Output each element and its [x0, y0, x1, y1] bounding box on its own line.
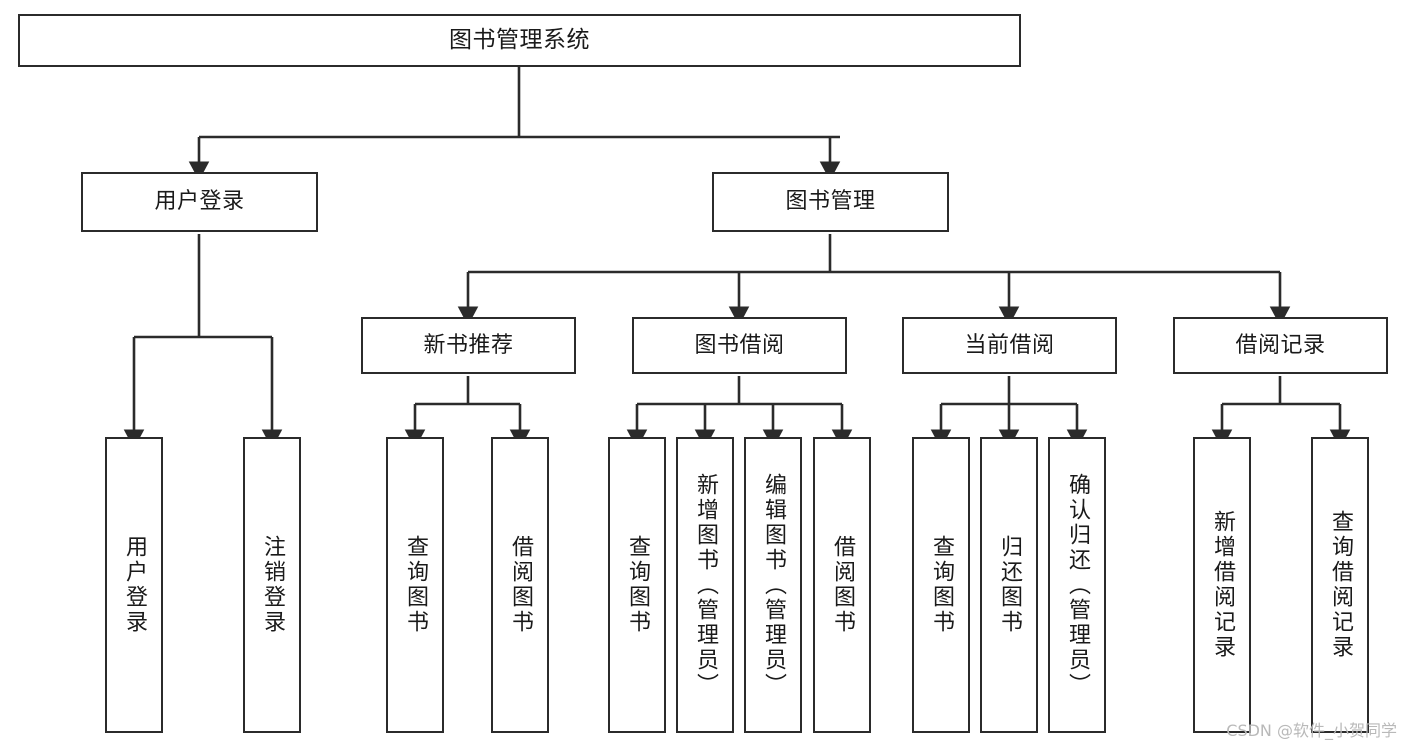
node-label: 图书借阅 — [694, 332, 785, 358]
node-leaf-query-book-a[interactable]: 查询图书 — [386, 437, 444, 733]
node-label: 图书管理 — [785, 189, 876, 215]
node-leaf-add-record[interactable]: 新增借阅记录 — [1193, 437, 1251, 733]
node-leaf-borrow-book-b[interactable]: 借阅图书 — [813, 437, 871, 733]
node-label: 借阅图书 — [508, 535, 533, 635]
node-user-login[interactable]: 用户登录 — [81, 172, 318, 232]
node-borrow-record[interactable]: 借阅记录 — [1173, 317, 1388, 374]
node-leaf-logout[interactable]: 注销登录 — [243, 437, 301, 733]
node-label: 图书管理系统 — [449, 26, 590, 53]
node-leaf-add-book[interactable]: 新增图书（管理员） — [676, 437, 734, 733]
node-leaf-confirm-return[interactable]: 确认归还（管理员） — [1048, 437, 1106, 733]
node-label: 借阅图书 — [830, 535, 855, 635]
node-label: 用户登录 — [122, 535, 147, 635]
node-label: 查询借阅记录 — [1328, 510, 1353, 660]
node-label: 新书推荐 — [423, 332, 514, 358]
node-leaf-edit-book[interactable]: 编辑图书（管理员） — [744, 437, 802, 733]
node-label: 用户登录 — [154, 189, 245, 215]
node-leaf-borrow-book-a[interactable]: 借阅图书 — [491, 437, 549, 733]
node-leaf-query-book-c[interactable]: 查询图书 — [912, 437, 970, 733]
node-label: 新增借阅记录 — [1210, 510, 1235, 660]
node-label: 查询图书 — [625, 535, 650, 635]
node-label: 确认归还（管理员） — [1065, 472, 1090, 698]
node-leaf-return-book[interactable]: 归还图书 — [980, 437, 1038, 733]
node-leaf-query-record[interactable]: 查询借阅记录 — [1311, 437, 1369, 733]
node-leaf-query-book-b[interactable]: 查询图书 — [608, 437, 666, 733]
node-current-borrow[interactable]: 当前借阅 — [902, 317, 1117, 374]
node-label: 新增图书（管理员） — [693, 472, 718, 698]
node-new-book-recommend[interactable]: 新书推荐 — [361, 317, 576, 374]
node-label: 查询图书 — [403, 535, 428, 635]
node-book-borrow[interactable]: 图书借阅 — [632, 317, 847, 374]
node-label: 查询图书 — [929, 535, 954, 635]
node-root-system[interactable]: 图书管理系统 — [18, 14, 1021, 67]
node-book-manage[interactable]: 图书管理 — [712, 172, 949, 232]
node-label: 借阅记录 — [1235, 332, 1326, 358]
node-label: 归还图书 — [997, 535, 1022, 635]
node-label: 编辑图书（管理员） — [761, 472, 786, 698]
csdn-watermark: CSDN @软件_小贺同学 — [1226, 721, 1397, 740]
node-label: 当前借阅 — [964, 332, 1055, 358]
node-leaf-user-login[interactable]: 用户登录 — [105, 437, 163, 733]
node-label: 注销登录 — [260, 535, 285, 635]
